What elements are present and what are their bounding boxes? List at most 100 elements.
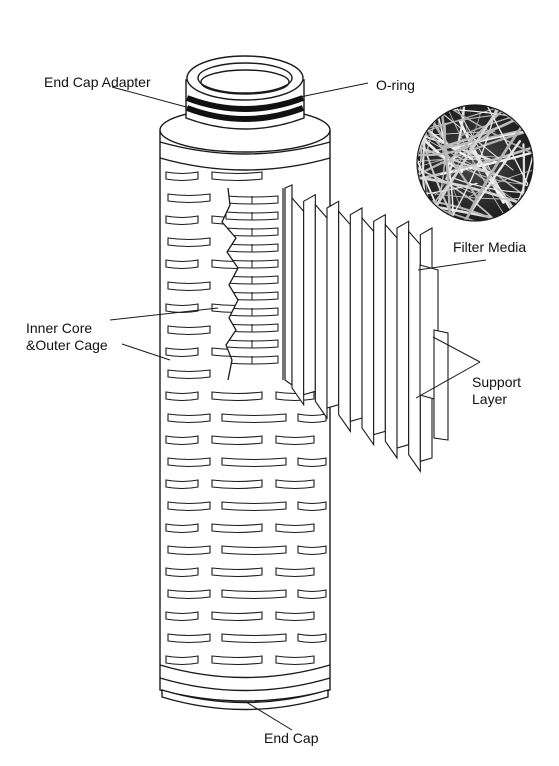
fiber — [417, 105, 533, 142]
fiber — [491, 181, 533, 221]
pleat — [338, 209, 351, 434]
pleat — [396, 220, 410, 449]
leader-end-cap-adapter — [111, 86, 191, 109]
cage-slot — [297, 545, 327, 556]
cage-slot — [211, 391, 263, 402]
fiber — [456, 124, 533, 148]
cage-slot — [221, 501, 287, 512]
end-cap-adapter-label: End Cap Adapter — [44, 74, 151, 90]
leader-support-layer-2 — [415, 361, 481, 399]
cutaway-edge — [221, 187, 239, 381]
cage-slot — [221, 589, 287, 600]
cage-slot — [165, 479, 199, 490]
cage-slot — [297, 501, 327, 512]
fiber — [444, 105, 510, 166]
fiber — [417, 163, 500, 221]
support-layer-label: Support Layer — [472, 374, 522, 407]
filter-media-label: Filter Media — [453, 239, 527, 255]
leader-o-ring — [299, 82, 369, 98]
cage-slot — [165, 303, 199, 314]
cage-slot — [211, 611, 263, 622]
cage-slot — [211, 655, 263, 666]
cage-slot — [275, 567, 315, 578]
outer-cage-slots — [165, 171, 327, 666]
fiber — [501, 130, 533, 221]
pleat — [314, 203, 328, 420]
fiber — [469, 147, 533, 221]
fiber — [458, 111, 533, 221]
cage-slot — [167, 457, 211, 468]
fiber — [417, 105, 430, 221]
pleat — [361, 216, 375, 447]
fiber — [441, 140, 522, 221]
fiber — [417, 105, 532, 154]
cage-slot — [221, 545, 287, 556]
fiber — [474, 173, 530, 221]
fiber — [448, 109, 518, 221]
cage-slot — [167, 281, 211, 292]
cage-slot — [275, 523, 315, 534]
inner-core-cutaway — [222, 188, 292, 380]
cage-slot — [297, 457, 327, 468]
pleat — [326, 200, 340, 409]
fiber — [441, 105, 533, 148]
leader-lines — [109, 82, 487, 731]
cage-slot — [165, 611, 199, 622]
fiber — [417, 127, 533, 186]
fiber — [445, 105, 466, 181]
fiber — [417, 152, 473, 194]
cage-slot — [165, 523, 199, 534]
support-layer-edge — [433, 329, 449, 441]
fiber — [417, 190, 533, 200]
cage-slot — [221, 457, 287, 468]
cage-slot — [165, 259, 199, 270]
pleat — [384, 223, 398, 460]
fiber — [483, 105, 533, 193]
fiber — [417, 175, 533, 221]
cage-slot — [167, 589, 211, 600]
fiber — [417, 112, 519, 136]
cage-slot — [165, 215, 199, 226]
cage-slot — [167, 325, 211, 336]
filter-media-fiber-closeup — [416, 104, 534, 222]
o-ring-bands — [185, 95, 305, 122]
cage-slot — [165, 567, 199, 578]
fiber — [417, 121, 477, 168]
end-cap-label: End Cap — [264, 730, 319, 746]
pleat — [373, 213, 386, 436]
pleat — [349, 207, 363, 423]
cage-slot — [167, 633, 211, 644]
cage-slot — [211, 171, 263, 182]
cage-slot — [165, 347, 199, 358]
cage-slot — [275, 611, 315, 622]
leader-inner-core-1 — [109, 307, 219, 321]
leader-end-cap — [245, 701, 293, 731]
cage-slot — [211, 435, 263, 446]
cage-slot — [211, 567, 263, 578]
pleat — [291, 196, 305, 407]
cage-slot — [165, 655, 199, 666]
fiber — [417, 138, 533, 182]
cage-slot — [165, 391, 199, 402]
cage-slot — [167, 545, 211, 556]
leader-inner-core-2 — [121, 343, 171, 361]
cage-slot — [211, 523, 263, 534]
inner-core-outer-cage-label: Inner Core &Outer Cage — [26, 320, 108, 353]
cage-slot — [167, 413, 211, 424]
cage-slot — [221, 413, 287, 424]
cage-slot — [165, 435, 199, 446]
cage-slot — [211, 479, 263, 490]
cage-slot — [297, 413, 327, 424]
cage-slot — [165, 171, 199, 182]
leader-filter-media — [417, 259, 487, 271]
cage-slot — [275, 479, 315, 490]
cage-slot — [297, 633, 327, 644]
pleated-filter-sheet — [284, 184, 449, 474]
cage-slot — [167, 369, 211, 380]
cage-slot — [275, 435, 315, 446]
o-ring-label: O-ring — [376, 77, 415, 93]
cage-slot — [167, 237, 211, 248]
leader-support-layer-1 — [432, 336, 481, 363]
cage-slot — [297, 589, 327, 600]
